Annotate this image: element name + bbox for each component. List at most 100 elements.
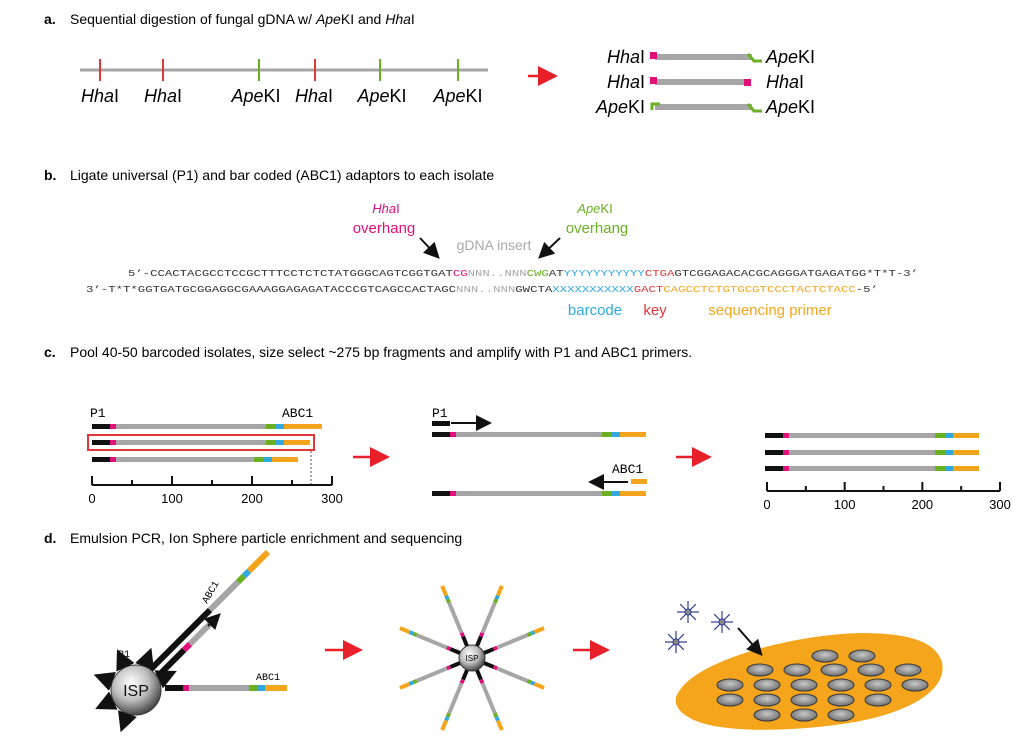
starburst-segment [399, 682, 411, 690]
abc1-primer [631, 479, 647, 484]
starburst-segment [440, 719, 448, 731]
radiating-arrow-icon [95, 691, 118, 710]
fragment-label: HhaI [766, 72, 804, 92]
starburst-segment [447, 682, 464, 715]
top-strand-sequence: 5’-CCACTACGCCTCCGCTTTCCTCTCTATGGGCAGTCGG… [128, 268, 918, 279]
construct [92, 440, 310, 445]
starburst-segment [461, 669, 469, 681]
starburst-segment [445, 712, 451, 718]
starburst-segment [408, 680, 414, 686]
apeki-end [746, 53, 762, 63]
panel-c-letter: c. [44, 344, 56, 360]
cut-label: HhaI [295, 86, 333, 106]
starburst-segment [445, 598, 451, 604]
fragment-label: ApeKI [765, 47, 815, 67]
panel-a-title-ape-rest: KI and [341, 11, 381, 27]
starburst-segment [459, 678, 465, 684]
starburst-segment [447, 601, 464, 634]
chip-well [716, 693, 744, 707]
fragment-label: ApeKI [595, 97, 645, 117]
isp-radiating-arrows [93, 647, 177, 733]
radiating-arrow-icon [118, 710, 137, 733]
starburst-segment [483, 647, 495, 655]
gdna-insert-label: gDNA insert [457, 237, 532, 253]
sparkle-bead [718, 618, 726, 626]
starburst-segment [449, 647, 461, 655]
cut-label: ApeKI [432, 86, 482, 106]
chip-well [790, 678, 818, 692]
chip-well [753, 678, 781, 692]
chip-well [864, 678, 892, 692]
starburst-segment [533, 682, 545, 690]
chip-well [901, 678, 929, 692]
size-selection-box [87, 434, 315, 451]
digested-fragments [650, 52, 762, 113]
starburst-segment [408, 630, 414, 636]
p1-primer [432, 421, 450, 426]
axis-tick-label: 300 [989, 497, 1011, 512]
isp-small-label: ISP [466, 654, 479, 663]
construct [432, 432, 646, 437]
chip-well [857, 663, 885, 677]
starburst-segment [444, 594, 450, 600]
bottom-strand-sequence: 3’-T*T*GGTGATGCGGAGGCGAAAGGAGAGATACCCGTC… [86, 284, 878, 295]
fragment-labels: HhaI ApeKI HhaI HhaI ApeKI ApeKI [595, 47, 815, 117]
cut-label: HhaI [81, 86, 119, 106]
chip-well [753, 708, 781, 722]
axis-tick-label: 0 [88, 491, 95, 506]
fragment-label: ApeKI [765, 97, 815, 117]
axis-tick-label: 0 [763, 497, 770, 512]
chip-well [820, 663, 848, 677]
starburst-segment [494, 716, 500, 722]
starburst-segment [412, 631, 418, 637]
starburst-segment [496, 633, 529, 650]
isp-label: ISP [123, 683, 149, 700]
starburst-segment [446, 645, 452, 651]
construct [765, 466, 979, 471]
starburst-segment [479, 632, 485, 638]
starburst-segment [493, 712, 499, 718]
panel-a-title: Sequential digestion of fungal gDNA w/ A… [70, 11, 415, 27]
starburst-segment [530, 630, 536, 636]
radiating-arrow-icon [154, 670, 177, 689]
starburst-segment [496, 719, 504, 731]
apeki-end [650, 102, 660, 110]
chip-well [753, 693, 781, 707]
chip-well [864, 693, 892, 707]
starburst-segment [493, 598, 499, 604]
chip-well [746, 663, 774, 677]
starburst-segment [483, 661, 495, 669]
barcode-label: barcode [568, 302, 622, 319]
construct [765, 433, 979, 438]
loading-arrow-icon [737, 627, 763, 657]
hhai-overhang-label: overhang [353, 220, 416, 237]
radiating-arrow-icon [93, 672, 116, 691]
panel-a: a. Sequential digestion of fungal gDNA w… [44, 11, 815, 117]
axis-tick-label: 100 [834, 497, 856, 512]
p1-primer-label: P1 [432, 406, 448, 421]
arrow-icon [419, 237, 440, 259]
starburst-segment [492, 665, 498, 671]
panel-b: b. Ligate universal (P1) and bar coded (… [44, 167, 918, 319]
starburst-segment [496, 585, 504, 597]
starburst-segment [459, 632, 465, 638]
cut-label: ApeKI [356, 86, 406, 106]
chip-well [783, 663, 811, 677]
abc1-primer-label: ABC1 [612, 462, 643, 477]
starburst-strands [399, 585, 545, 731]
key-label: key [643, 302, 667, 319]
sparkle-bead [684, 608, 692, 616]
chip-well [790, 693, 818, 707]
chip-well [827, 708, 855, 722]
starburst-segment [444, 716, 450, 722]
construct [92, 457, 298, 462]
starburst-segment [475, 669, 483, 681]
radiating-arrow-icon [116, 649, 135, 672]
starburst-segment [412, 679, 418, 685]
template-strand [147, 607, 213, 673]
construct [765, 450, 979, 455]
isp-bead-with-templates: ABC1 P1 ABC1 ISP [93, 549, 287, 733]
hhai-end [650, 77, 657, 84]
